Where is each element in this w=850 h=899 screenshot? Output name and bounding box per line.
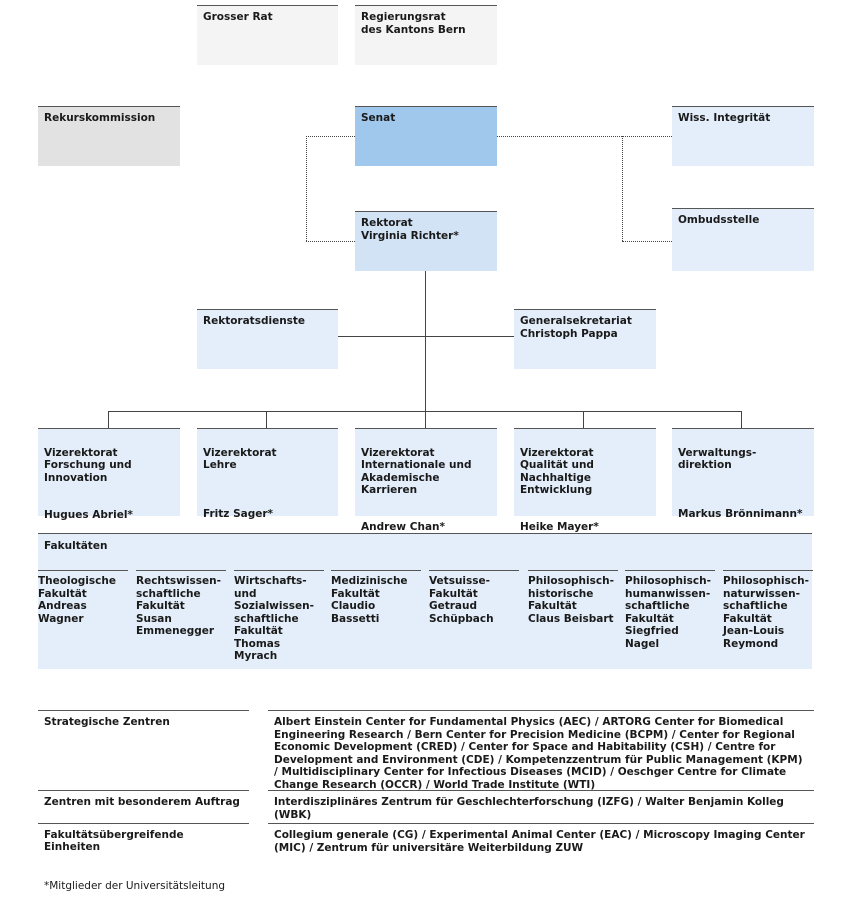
fakultaet-item: Rechtswissen- schaftliche Fakultät Susan… — [136, 570, 226, 638]
zentren-label: Fakultätsübergreifende Einheiten — [38, 823, 249, 858]
zentren-text: Albert Einstein Center for Fundamental P… — [268, 710, 814, 796]
vizerektorat-box: Vizerektorat Lehre Fritz Sager* — [197, 428, 338, 520]
connector-ombuds — [622, 241, 672, 242]
zentren-text: Collegium generale (CG) / Experimental A… — [268, 823, 814, 859]
rektorat-box: Rektorat Virginia Richter* — [355, 211, 497, 271]
connector-vize-1 — [108, 411, 109, 428]
fakultaet-item: Vetsuisse- Fakultät Getraud Schüpbach — [429, 570, 519, 625]
wiss-integritaet-box: Wiss. Integrität — [672, 106, 814, 166]
ombudsstelle-box: Ombudsstelle — [672, 208, 814, 271]
rekurskommission-box: Rekurskommission — [38, 106, 180, 166]
zentren-label: Zentren mit besonderem Auftrag — [38, 790, 249, 813]
fakultaet-item: Medizinische Fakultät Claudio Bassetti — [331, 570, 421, 625]
connector-left-vertical — [306, 136, 307, 241]
vizerektorat-title: Vizerektorat Qualität und Nachhaltige En… — [520, 446, 594, 497]
connector-vize-4 — [583, 411, 584, 428]
vizerektorat-title: Vizerektorat Lehre — [203, 446, 277, 472]
connector-rektorat-left — [306, 241, 355, 242]
connector-rektorat-down — [425, 271, 426, 428]
fakultaet-item: Theologische Fakultät Andreas Wagner — [38, 570, 128, 625]
vizerektorat-box: Vizerektorat Forschung und Innovation Hu… — [38, 428, 180, 521]
connector-senat-right — [497, 136, 672, 137]
vizerektorat-box: Vizerektorat Qualität und Nachhaltige En… — [514, 428, 656, 533]
connector-right-vertical — [622, 136, 623, 241]
vizerektorat-title: Vizerektorat Forschung und Innovation — [44, 446, 132, 484]
connector-senat-left — [306, 136, 355, 137]
footnote: *Mitglieder der Universitätsleitung — [44, 880, 226, 892]
rektoratsdienste-box: Rektoratsdienste — [197, 309, 338, 369]
regierungsrat-box: Regierungsrat des Kantons Bern — [355, 5, 497, 65]
zentren-label: Strategische Zentren — [38, 710, 249, 733]
grosser-rat-box: Grosser Rat — [197, 5, 338, 65]
fakultaet-item: Wirtschafts- und Sozialwissen- schaftlic… — [234, 570, 324, 663]
vizerektorat-person: Heike Mayer* — [520, 521, 599, 533]
connector-staff — [338, 336, 514, 337]
vizerektorat-title: Vizerektorat Internationale und Akademis… — [361, 446, 472, 497]
fakultaet-item: Philosophisch- historische Fakultät Clau… — [528, 570, 618, 625]
generalsekretariat-box: Generalsekretariat Christoph Pappa — [514, 309, 656, 369]
zentren-text: Interdisziplinäres Zentrum für Geschlech… — [268, 790, 814, 826]
vizerektorat-title: Verwaltungs- direktion — [678, 446, 757, 472]
connector-vize-2 — [266, 411, 267, 428]
vizerektorat-person: Markus Brönnimann* — [678, 508, 803, 520]
vizerektorat-person: Hugues Abriel* — [44, 508, 133, 521]
fakultaeten-panel — [38, 533, 812, 669]
senat-box: Senat — [355, 106, 497, 166]
fakultaet-item: Philosophisch- naturwissen- schaftliche … — [723, 570, 813, 650]
verwaltungsdirektion-box: Verwaltungs- direktion Markus Brönnimann… — [672, 428, 814, 520]
fakultaet-item: Philosophisch- humanwissen- schaftliche … — [625, 570, 715, 650]
vizerektorat-person: Fritz Sager* — [203, 508, 274, 520]
vizerektorat-person: Andrew Chan* — [361, 521, 446, 533]
connector-vize-bar — [108, 411, 742, 412]
vizerektorat-box: Vizerektorat Internationale und Akademis… — [355, 428, 497, 533]
fakultaeten-title: Fakultäten — [44, 540, 108, 552]
connector-vize-5 — [741, 411, 742, 428]
